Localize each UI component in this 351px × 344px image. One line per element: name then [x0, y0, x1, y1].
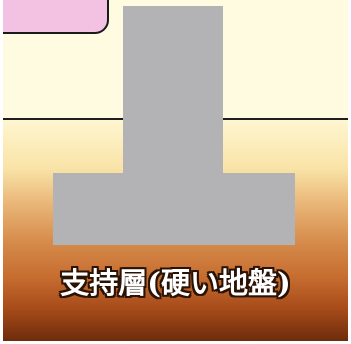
foundation-diagram: 支持層(硬い地盤) — [3, 0, 348, 341]
bearing-layer-label: 支持層(硬い地盤) — [60, 266, 291, 300]
foundation-column — [123, 6, 223, 174]
title-tab — [3, 0, 109, 34]
foundation-footing — [53, 173, 295, 245]
